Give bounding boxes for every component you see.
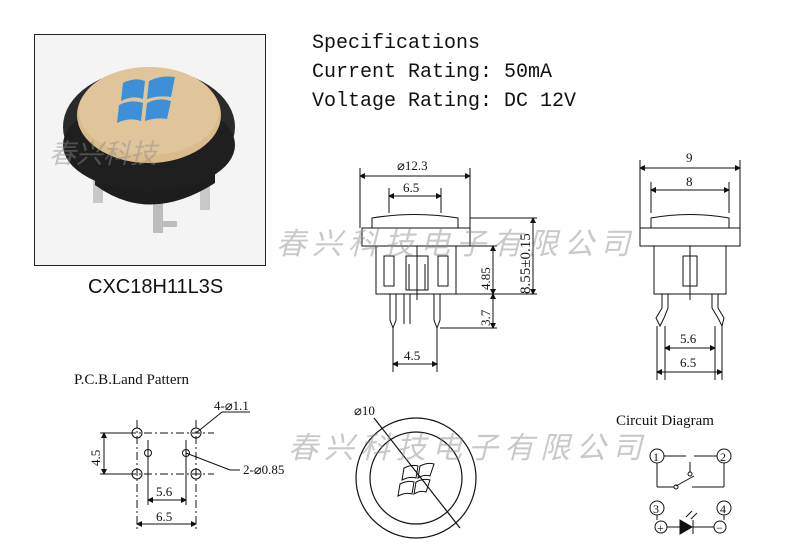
pin-shape [93, 173, 103, 203]
top-view [355, 417, 477, 539]
pin-1-label: 1 [653, 450, 659, 464]
side-dim-pins-outer: 6.5 [680, 355, 696, 370]
side-view [639, 160, 741, 380]
watermark-top: 春兴科技电子有限公司 [276, 227, 636, 262]
front-view [359, 168, 537, 372]
circuit-title: Circuit Diagram [616, 413, 714, 429]
pcb-dim-w-outer: 6.5 [156, 509, 172, 524]
pcb-holes-small: 2-⌀0.85 [243, 462, 284, 477]
side-dim-pins-inner: 5.6 [680, 331, 697, 346]
button-render: 春兴科技 [49, 67, 235, 233]
pcb-hole-large [190, 468, 202, 480]
plus-label: + [657, 521, 664, 535]
front-dim-pin-len: 3.7 [478, 309, 493, 326]
pcb-dim-w-inner: 5.6 [156, 484, 173, 499]
spec-voltage: Voltage Rating: DC 12V [312, 90, 577, 113]
front-dim-body-h: 4.85 [478, 267, 493, 290]
spec-current: Current Rating: 50mA [312, 61, 553, 84]
pin-shape [153, 185, 163, 233]
pcb-title: P.C.B.Land Pattern [74, 372, 189, 388]
pin-shape [200, 180, 210, 210]
top-dim-diam: ⌀10 [354, 403, 375, 418]
model-number: CXC18H11L3S [88, 276, 224, 298]
pcb-holes-large: 4-⌀1.1 [214, 398, 249, 413]
product-photo: 春兴科技 [34, 34, 266, 266]
front-dim-total-h: 8.55±0.15 [518, 233, 534, 294]
pin-2-label: 2 [720, 450, 726, 464]
pin-3-label: 3 [653, 502, 659, 516]
pin-4-label: 4 [720, 502, 726, 516]
minus-label: − [716, 521, 723, 535]
logo-icon [117, 76, 175, 123]
led-icon [679, 519, 693, 535]
front-dim-cap: 6.5 [403, 180, 419, 195]
front-dim-pin-span: 4.5 [404, 348, 420, 363]
pcb-hole-small [144, 449, 152, 457]
pcb-pattern [100, 411, 250, 530]
pcb-hole-large [190, 427, 202, 439]
pcb-hole-small [182, 449, 190, 457]
photo-watermark: 春兴科技 [49, 139, 160, 170]
circuit-diagram [649, 448, 732, 535]
front-dim-outer: ⌀12.3 [397, 158, 428, 173]
side-dim-top: 9 [686, 150, 693, 165]
pin-shape [163, 221, 177, 227]
spec-title: Specifications [312, 32, 481, 55]
pcb-dim-h: 4.5 [88, 450, 103, 466]
side-dim-inner: 8 [686, 174, 693, 189]
watermark-bottom: 春兴科技电子有限公司 [288, 431, 648, 466]
